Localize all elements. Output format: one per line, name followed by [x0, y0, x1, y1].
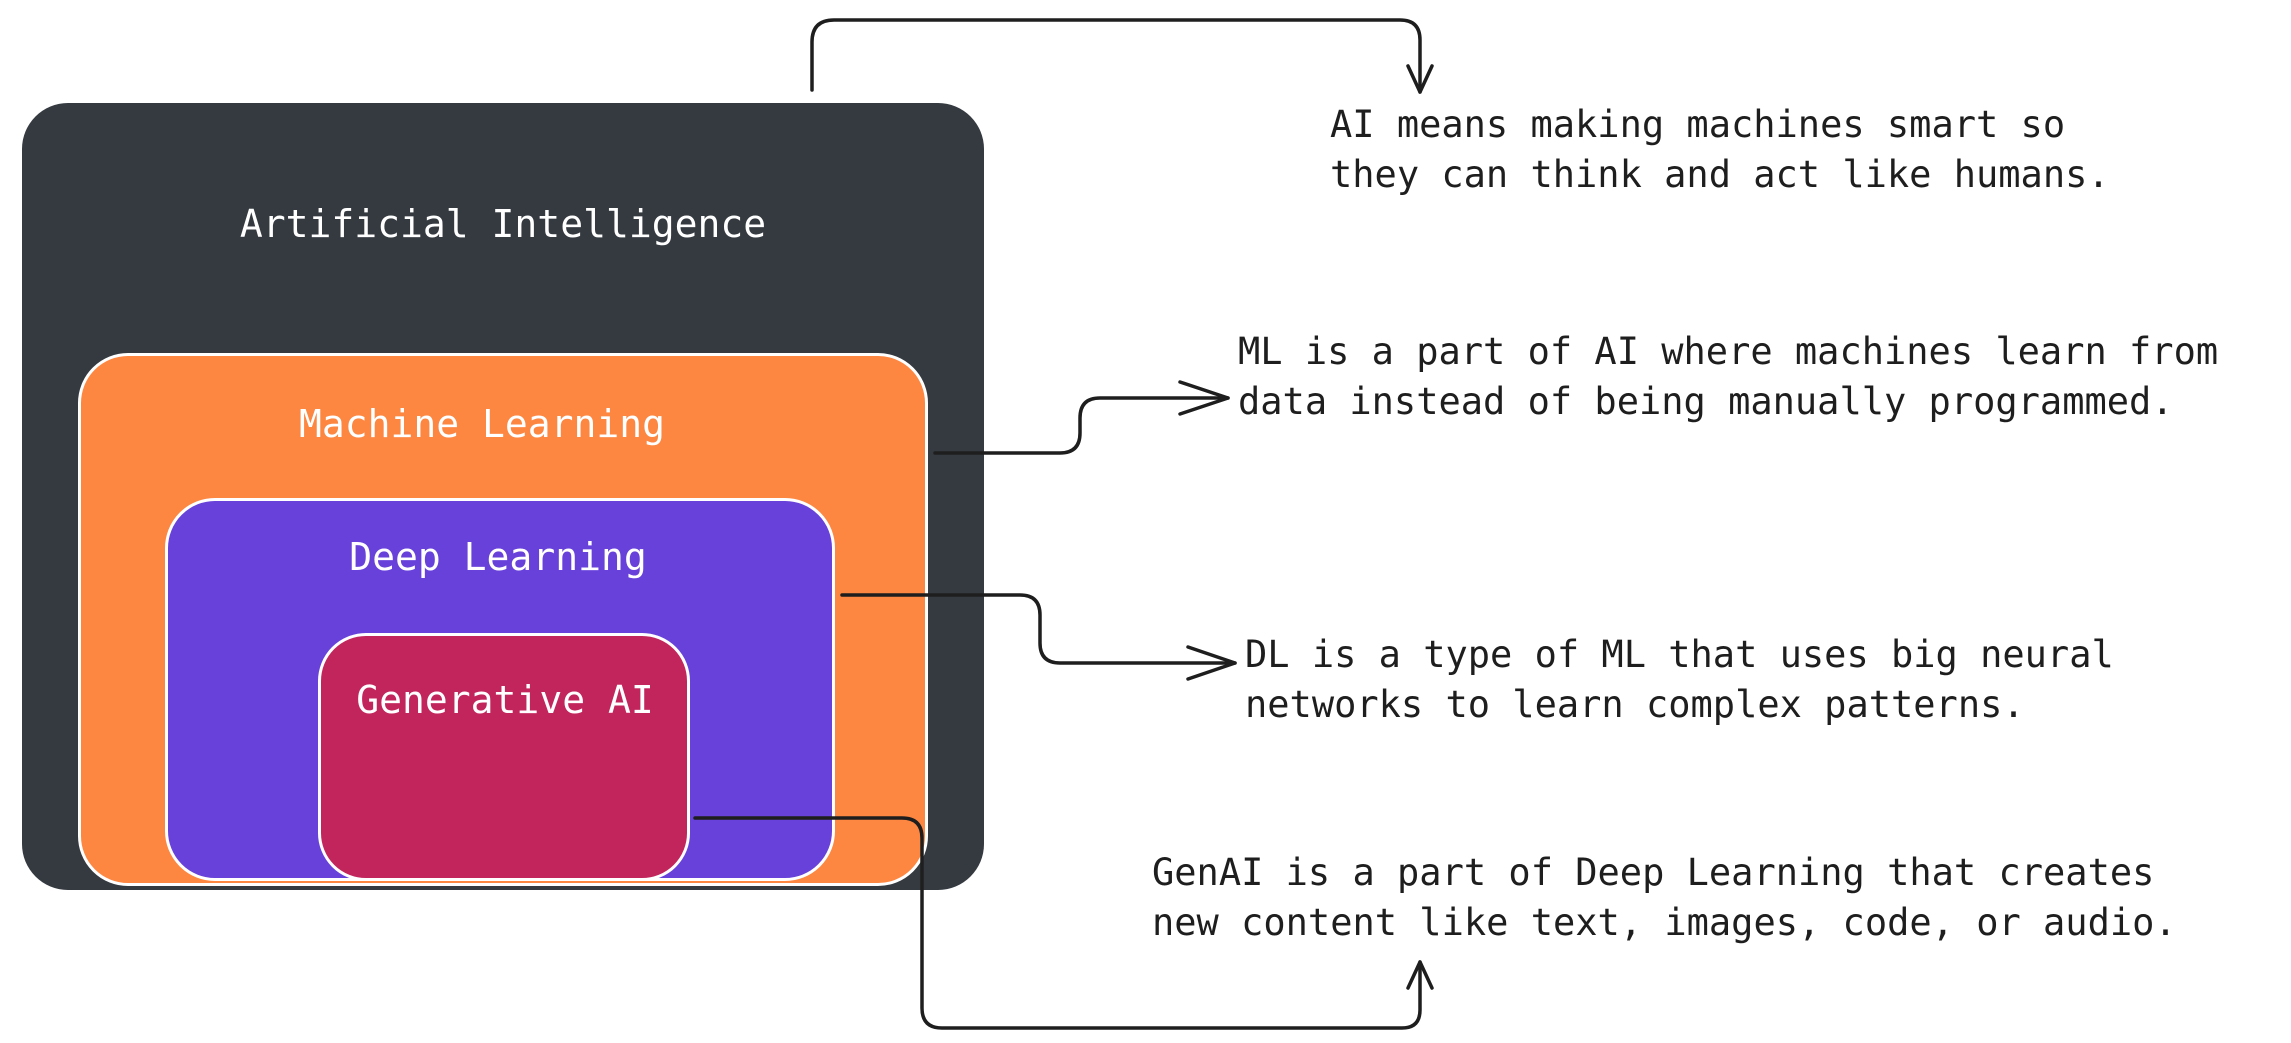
arrow-ml [933, 380, 1230, 455]
description-dl: DL is a type of ML that uses big neural … [1245, 630, 2114, 730]
description-ai-line-2: they can think and act like humans. [1330, 153, 2110, 196]
description-ml-line-1: ML is a part of AI where machines learn … [1238, 330, 2219, 373]
box-generative-ai [318, 633, 690, 881]
description-dl-line-1: DL is a type of ML that uses big neural [1245, 633, 2114, 676]
arrow-dl [840, 593, 1237, 681]
description-genai-line-1: GenAI is a part of Deep Learning that cr… [1152, 851, 2155, 894]
arrow-gen [693, 816, 1434, 1030]
description-ml-line-2: data instead of being manually programme… [1238, 380, 2174, 423]
description-dl-line-2: networks to learn complex patterns. [1245, 683, 2025, 726]
label-artificial-intelligence: Artificial Intelligence [239, 202, 767, 246]
label-machine-learning: Machine Learning [298, 402, 666, 446]
description-ai: AI means making machines smart so they c… [1330, 100, 2110, 200]
arrow-ai [810, 18, 1434, 94]
description-genai: GenAI is a part of Deep Learning that cr… [1152, 848, 2177, 948]
label-deep-learning: Deep Learning [349, 535, 647, 579]
label-generative-ai: Generative AI [356, 678, 654, 722]
description-ml: ML is a part of AI where machines learn … [1238, 327, 2218, 427]
description-genai-line-2: new content like text, images, code, or … [1152, 901, 2177, 944]
description-ai-line-1: AI means making machines smart so [1330, 103, 2066, 146]
